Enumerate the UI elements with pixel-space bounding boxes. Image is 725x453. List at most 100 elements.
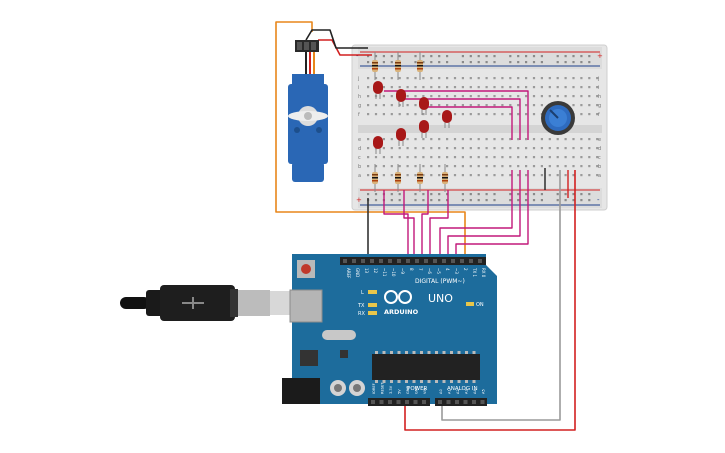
- led: [396, 128, 406, 146]
- signal-wire-6: [447, 170, 521, 262]
- breadboard-minus-label: -: [356, 52, 359, 60]
- led: [373, 136, 383, 154]
- potentiometer[interactable]: [541, 101, 575, 135]
- chip-pins: [375, 351, 476, 383]
- wires: [275, 21, 576, 431]
- signal-wire-5: [439, 170, 513, 262]
- power-pin-labels: IOREF RESET 3.3V 5V GND GND VIN: [372, 382, 427, 394]
- digital-pin-label: TX 1: [472, 267, 477, 277]
- power-label: POWER: [407, 386, 428, 392]
- row-letter: f: [598, 112, 600, 118]
- row-letter: c: [598, 155, 601, 161]
- led: [442, 110, 452, 128]
- digital-label: DIGITAL (PWM~): [415, 278, 465, 285]
- signal-wire-3: [421, 190, 429, 262]
- power-pin-label: GND: [415, 386, 419, 394]
- servo-signal-wire: [275, 21, 466, 262]
- signal-wire-4: [429, 190, 449, 262]
- row-letter: b: [598, 164, 601, 170]
- digital-pin-label: RX 0: [481, 268, 486, 278]
- analog-pin-label: A3: [465, 389, 469, 394]
- row-letter: e: [598, 137, 601, 143]
- row-letter: i: [598, 85, 599, 91]
- digital-pin-label: 7: [418, 268, 423, 271]
- digital-pin-label: GND: [355, 268, 360, 277]
- digital-header-holes: [343, 259, 482, 263]
- signal-wire-7: [455, 170, 529, 262]
- signal-wire-2: [403, 190, 415, 262]
- analog-pin-label: A2: [456, 389, 460, 394]
- power-pin-label: IOREF: [372, 383, 376, 394]
- digital-pin-label: 12: [373, 268, 378, 274]
- digital-pin-label: ~5: [436, 268, 441, 274]
- digital-pin-label: ~10: [391, 268, 396, 277]
- servo-ground-wire: [305, 29, 368, 49]
- digital-pin-label: ~3: [454, 268, 459, 274]
- row-letter: a: [598, 173, 601, 179]
- led: [396, 89, 406, 107]
- led-wire-3: [428, 106, 513, 140]
- led: [373, 81, 383, 99]
- row-letter: h: [598, 94, 601, 100]
- digital-pin-label: AREF: [346, 268, 351, 279]
- power-pin-label: GND: [406, 386, 410, 394]
- digital-pin-label: 4: [445, 268, 450, 271]
- model-label: UNO: [428, 292, 453, 305]
- digital-pin-label: ~11: [382, 268, 387, 277]
- row-letter: h: [358, 94, 361, 100]
- signal-wire-1: [383, 190, 409, 262]
- row-letter: b: [358, 164, 361, 170]
- row-letter: f: [358, 112, 360, 118]
- resistor: [372, 164, 378, 192]
- digital-pin-label: 13: [364, 268, 369, 274]
- digital-pin-labels: AREF GND 13 12 ~11 ~10 ~9 8 7 ~6 ~5 4 ~3 2 TX 1 RX 0: [346, 267, 486, 279]
- row-letter: j: [357, 76, 359, 82]
- led-wire-2: [404, 98, 521, 140]
- arduino-uno[interactable]: AREF GND 13 12 ~11 ~10 ~9 8 7 ~6 ~5 4 ~3 2 TX 1 RX 0 DI…: [282, 254, 497, 406]
- analog-pin-label: A4: [473, 389, 477, 394]
- digital-pin-label: 8: [409, 268, 414, 271]
- leds: [373, 81, 452, 154]
- power-wire-5v: [404, 170, 576, 431]
- analog-pin-label: A0: [439, 389, 443, 394]
- led: [419, 120, 429, 138]
- on-label: ON: [476, 302, 484, 308]
- power-pin-label: VIN: [423, 387, 427, 394]
- row-letter: d: [358, 146, 361, 152]
- power-pin-label: 3.3V: [389, 385, 393, 394]
- arduino-logo: ARDUINO: [384, 290, 419, 316]
- breadboard-plus-label: +: [597, 52, 603, 60]
- analog-label: ANALOG IN: [447, 386, 478, 392]
- breadboard-plus-label-bottom: +: [356, 196, 362, 204]
- analog-pin-label: A5: [482, 389, 486, 394]
- row-letter: c: [358, 155, 361, 161]
- servo-motor[interactable]: [288, 40, 328, 182]
- resistor: [395, 164, 401, 192]
- led: [419, 97, 429, 115]
- digital-pin-label: ~6: [427, 268, 432, 274]
- power-pin-label: RESET: [381, 382, 385, 394]
- row-letter: i: [358, 85, 359, 91]
- digital-pin-label: ~9: [400, 268, 405, 274]
- row-letter: g: [358, 103, 361, 109]
- digital-pin-label: 2: [463, 268, 468, 271]
- bottom-header-holes: [371, 400, 485, 404]
- l-label: L: [361, 290, 364, 296]
- power-pin-label: 5V: [398, 389, 402, 394]
- breadboard-minus-label-bottom: -: [597, 196, 600, 204]
- resistor: [395, 52, 401, 80]
- row-letter: d: [598, 146, 601, 152]
- tx-label: TX: [357, 303, 365, 309]
- led-wire-1: [384, 90, 529, 140]
- resistor: [417, 164, 423, 192]
- resistor: [442, 164, 448, 192]
- row-letter: a: [358, 173, 361, 179]
- breadboard-holes: [367, 55, 599, 202]
- row-letter: j: [597, 76, 599, 82]
- row-letter: e: [358, 137, 361, 143]
- resistors: [372, 52, 448, 192]
